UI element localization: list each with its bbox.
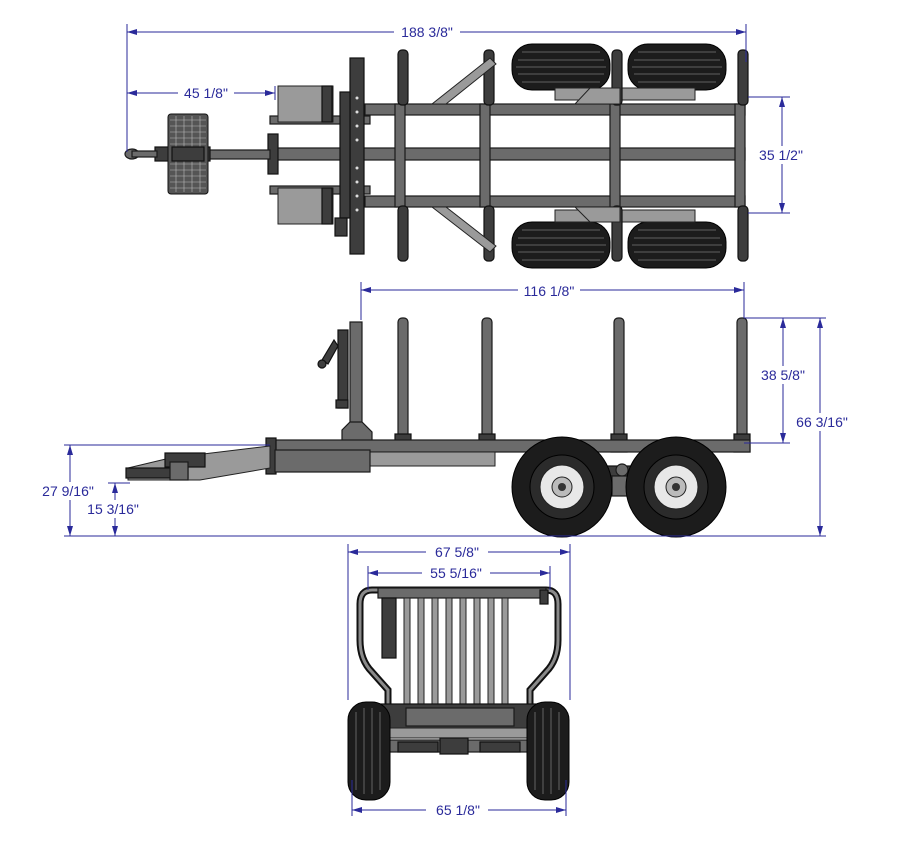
- rear-view-dimensions: [347, 544, 571, 816]
- dim-hitch-height: 27 9/16": [42, 483, 94, 499]
- top-view-tires: [511, 43, 727, 269]
- rear-view-bars: [403, 597, 509, 707]
- dim-rear-wheel-width: 65 1/8": [436, 802, 480, 818]
- side-view: 116 1/8" 38 5/8" 66 3/16" 27 9/16" 15 3/…: [34, 282, 854, 538]
- dim-rear-outer-width: 67 5/8": [435, 544, 479, 560]
- dim-rear-inner-width: 55 5/16": [430, 565, 482, 581]
- rear-view-tires: [347, 701, 570, 801]
- top-view: 188 3/8" 45 1/8" 35 1/2": [124, 22, 812, 269]
- rear-view: 67 5/8" 55 5/16" 65 1/8": [347, 543, 571, 819]
- dim-tongue-height: 15 3/16": [87, 501, 139, 517]
- dim-stake-height: 38 5/8": [761, 367, 805, 383]
- dim-overall-height: 66 3/16": [796, 414, 848, 430]
- dim-overall-length: 188 3/8": [401, 24, 453, 40]
- dim-stake-span: 116 1/8": [524, 283, 575, 299]
- side-view-tires: [511, 436, 727, 538]
- side-view-stakes: [394, 317, 751, 453]
- dim-frame-width: 35 1/2": [759, 147, 803, 163]
- dim-hitch-to-frame: 45 1/8": [184, 85, 228, 101]
